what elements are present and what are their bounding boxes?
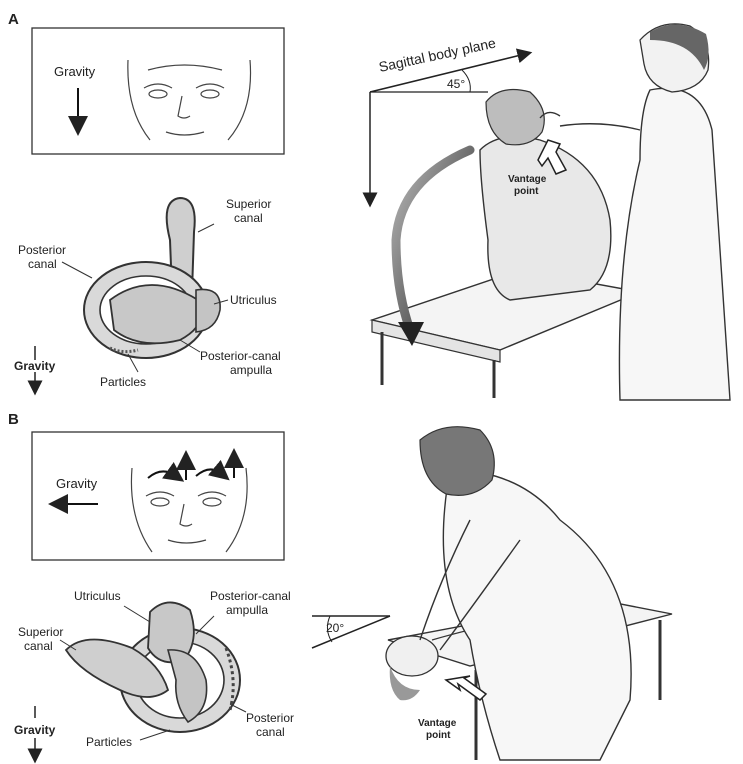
- panel-b-vantage-label-2: point: [426, 730, 451, 741]
- panel-a-face-gravity-label: Gravity: [54, 64, 96, 79]
- panel-b-superior-label-2: canal: [24, 639, 53, 653]
- panel-b-particles-label: Particles: [86, 735, 132, 749]
- panel-a-particles-label: Particles: [100, 375, 146, 389]
- panel-b-letter: B: [8, 411, 19, 428]
- panel-b-superior-label-1: Superior: [18, 625, 63, 639]
- panel-a-vantage-label-2: point: [514, 186, 539, 197]
- panel-b-vantage-label-1: Vantage: [418, 718, 457, 729]
- panel-b-posterior-label-2: canal: [256, 725, 285, 739]
- panel-a-posterior-label-2: canal: [28, 257, 57, 271]
- panel-a-face-box: Gravity: [31, 27, 285, 155]
- panel-a-canal-drawing: [27, 196, 229, 396]
- panel-a-face-sketch: [127, 59, 252, 141]
- panel-b-face-gravity-label: Gravity: [56, 476, 98, 491]
- panel-b-posterior-label-1: Posterior: [246, 711, 294, 725]
- panel-a-plane-label: Sagittal body plane: [377, 34, 497, 74]
- panel-b-ampulla-label-2: ampulla: [226, 603, 268, 617]
- panel-b-face-sketch: [130, 467, 248, 553]
- panel-b-angle-label: 20°: [326, 621, 344, 635]
- panel-a-exam-scene: [369, 23, 731, 401]
- panel-a-gravity-label: Gravity: [14, 359, 56, 373]
- panel-a-letter: A: [8, 11, 19, 28]
- panel-b-utriculus-label: Utriculus: [74, 589, 121, 603]
- panel-a-ampulla-label-2: ampulla: [230, 363, 272, 377]
- panel-a-plane-lines: [362, 48, 533, 208]
- panel-a-posterior-label-1: Posterior: [18, 243, 66, 257]
- panel-a-vantage-label-1: Vantage: [508, 174, 547, 185]
- panel-b-exam-scene: [311, 426, 673, 761]
- panel-a-ampulla-label-1: Posterior-canal: [200, 349, 281, 363]
- panel-b-face-box: Gravity: [31, 431, 285, 561]
- panel-b-canal-drawing: [27, 601, 247, 764]
- panel-b-ampulla-label-1: Posterior-canal: [210, 589, 291, 603]
- panel-a-angle-label: 45°: [447, 77, 465, 91]
- panel-b-face-arrows: [147, 448, 244, 482]
- panel-a-utriculus-label: Utriculus: [230, 293, 277, 307]
- panel-a-superior-label-2: canal: [234, 211, 263, 225]
- panel-b-gravity-label: Gravity: [14, 723, 56, 737]
- panel-a-superior-label-1: Superior: [226, 197, 271, 211]
